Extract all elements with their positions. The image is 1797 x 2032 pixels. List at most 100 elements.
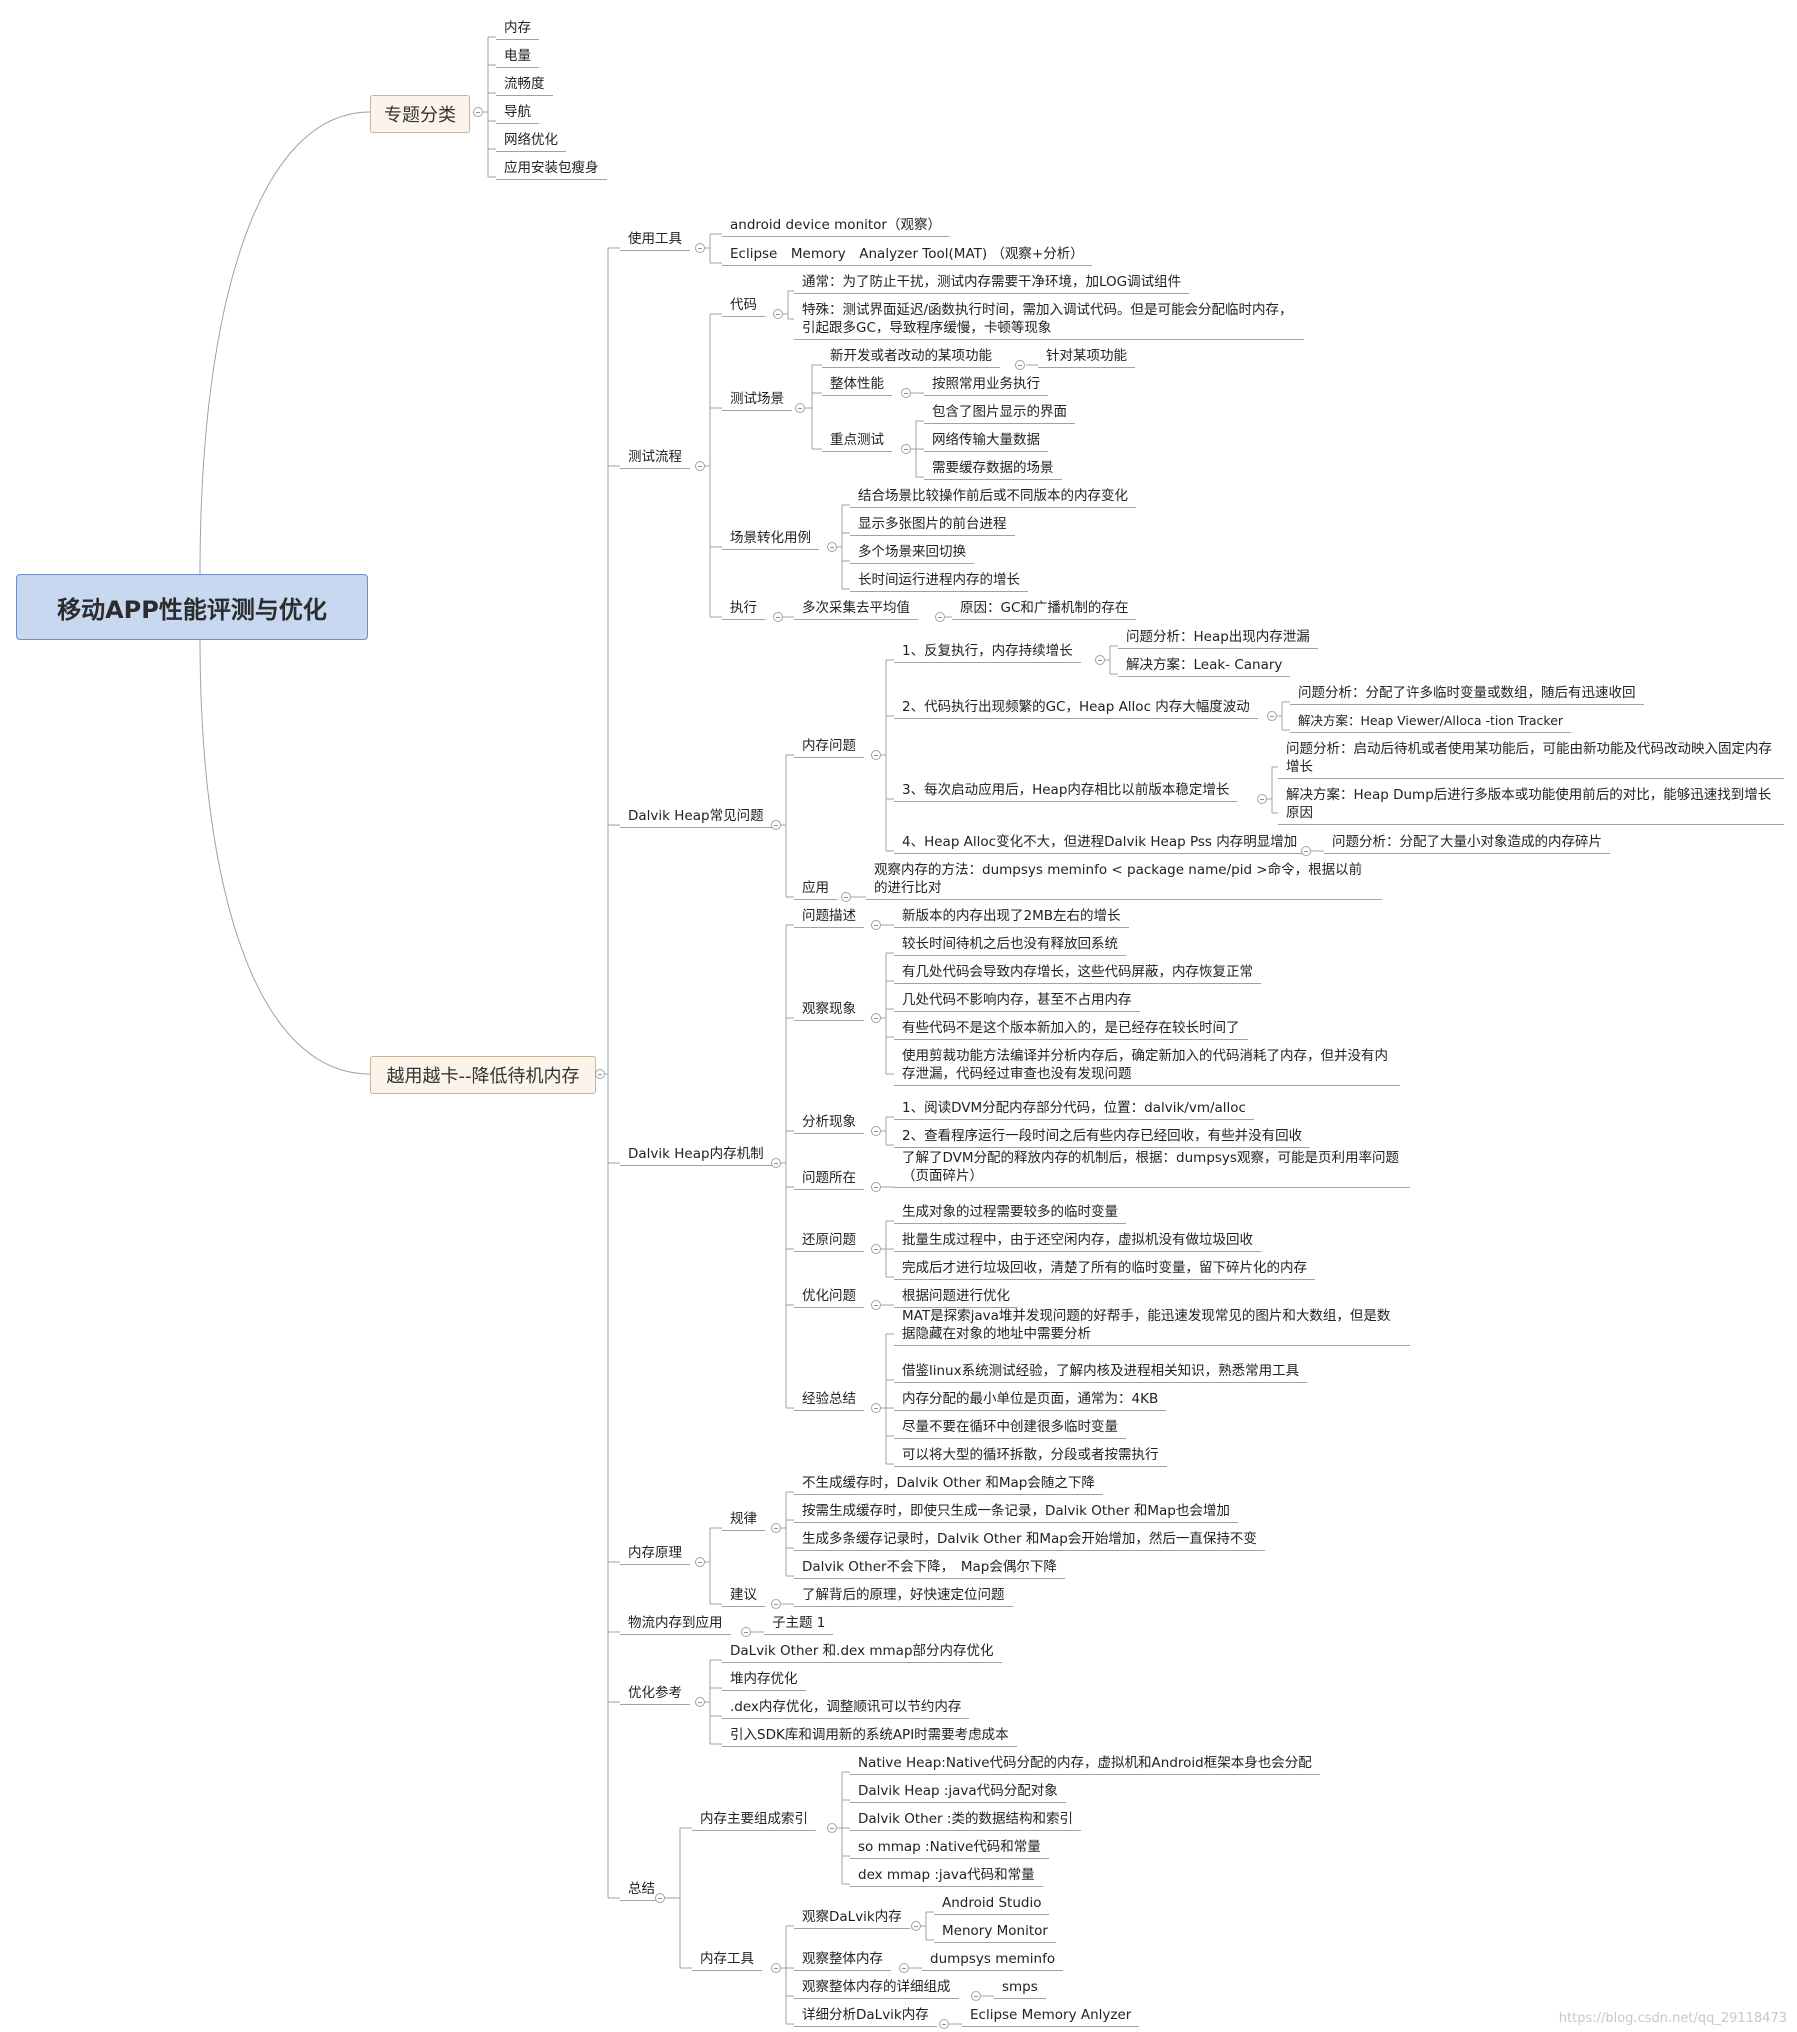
collapse-toggle[interactable]	[871, 1013, 881, 1023]
experience-2[interactable]: 借鉴linux系统测试经验，了解内核及进程相关知识，熟悉常用工具	[894, 1362, 1308, 1383]
node-dalvik-heap-mechanism[interactable]: Dalvik Heap内存机制	[620, 1145, 772, 1166]
collapse-toggle[interactable]	[1301, 846, 1311, 856]
node-advice[interactable]: 建议	[722, 1586, 765, 1607]
collapse-toggle[interactable]	[901, 444, 911, 454]
tool-mat[interactable]: Eclipse Memory Analyzer Tool(MAT) （观察+分析…	[722, 245, 1092, 266]
collapse-toggle[interactable]	[695, 461, 705, 471]
tool-smps[interactable]: smps	[994, 1978, 1046, 1999]
focus-network-data[interactable]: 网络传输大量数据	[924, 431, 1048, 452]
issue-1-analysis[interactable]: 问题分析：Heap出现内存泄漏	[1118, 628, 1318, 649]
node-memory-principle[interactable]: 内存原理	[620, 1544, 690, 1565]
collapse-toggle[interactable]	[971, 1991, 981, 2001]
experience-1[interactable]: MAT是探索java堆并发现问题的好帮手，能迅速发现常见的图片和大数组，但是数据…	[894, 1307, 1410, 1346]
collapse-toggle[interactable]	[871, 750, 881, 760]
node-scene-to-case[interactable]: 场景转化用例	[722, 529, 819, 550]
restore-1[interactable]: 生成对象的过程需要较多的临时变量	[894, 1203, 1126, 1224]
tool-device-monitor[interactable]: android device monitor（观察）	[722, 216, 949, 237]
rule-4[interactable]: Dalvik Other不会下降， Map会偶尔下降	[794, 1558, 1065, 1579]
collapse-toggle[interactable]	[899, 1963, 909, 1973]
collapse-toggle[interactable]	[695, 1557, 705, 1567]
node-optimization-ref[interactable]: 优化参考	[620, 1684, 690, 1705]
restore-2[interactable]: 批量生成过程中，由于还空闲内存，虚拟机没有做垃圾回收	[894, 1231, 1261, 1252]
collapse-toggle[interactable]	[871, 1403, 881, 1413]
category-navigation[interactable]: 导航	[496, 103, 539, 124]
collapse-toggle[interactable]	[771, 1963, 781, 1973]
scene-overall[interactable]: 整体性能	[822, 375, 892, 396]
observe-1[interactable]: 较长时间待机之后也没有释放回系统	[894, 935, 1126, 956]
desc-2mb-growth[interactable]: 新版本的内存出现了2MB左右的增长	[894, 907, 1129, 928]
experience-3[interactable]: 内存分配的最小单位是页面，通常为：4KB	[894, 1390, 1167, 1411]
case-version-compare[interactable]: 结合场景比较操作前后或不同版本的内存变化	[850, 487, 1136, 508]
node-experience[interactable]: 经验总结	[794, 1390, 864, 1411]
scene-overall-usage[interactable]: 按照常用业务执行	[924, 375, 1048, 396]
rule-2[interactable]: 按需生成缓存时，即使只生成一条记录，Dalvik Other 和Map也会增加	[794, 1502, 1238, 1523]
scene-new-feature[interactable]: 新开发或者改动的某项功能	[822, 347, 1000, 368]
collapse-toggle[interactable]	[871, 1126, 881, 1136]
collapse-toggle[interactable]	[901, 388, 911, 398]
collapse-toggle[interactable]	[771, 820, 781, 830]
execute-reason[interactable]: 原因：GC和广播机制的存在	[952, 599, 1137, 620]
node-restore[interactable]: 还原问题	[794, 1231, 864, 1252]
observe-5[interactable]: 使用剪裁功能方法编译并分析内存后，确定新加入的代码消耗了内存，但并没有内存泄漏，…	[894, 1047, 1400, 1086]
node-memory-issues[interactable]: 内存问题	[794, 737, 864, 758]
case-foreground-images[interactable]: 显示多张图片的前台进程	[850, 515, 1015, 536]
node-application[interactable]: 应用	[794, 879, 837, 900]
opt-ref-2[interactable]: 堆内存优化	[722, 1670, 806, 1691]
node-test-process[interactable]: 测试流程	[620, 448, 690, 469]
scene-new-feature-target[interactable]: 针对某项功能	[1038, 347, 1135, 368]
topic-special-categories[interactable]: 专题分类	[370, 95, 470, 133]
issue-1-solution[interactable]: 解决方案：Leak- Canary	[1118, 656, 1291, 677]
issue-3-analysis[interactable]: 问题分析：启动后待机或者使用某功能后，可能由新功能及代码改动映入固定内存增长	[1278, 740, 1784, 779]
index-dex-mmap[interactable]: dex mmap :java代码和常量	[850, 1866, 1043, 1887]
code-normal[interactable]: 通常：为了防止干扰，测试内存需要干净环境，加LOG调试组件	[794, 273, 1190, 294]
experience-4[interactable]: 尽量不要在循环中创建很多临时变量	[894, 1418, 1126, 1439]
collapse-toggle[interactable]	[871, 1244, 881, 1254]
node-analysis[interactable]: 分析现象	[794, 1113, 864, 1134]
issue-2-solution[interactable]: 解决方案：Heap Viewer/Alloca -tion Tracker	[1290, 712, 1572, 733]
tool-observe-dalvik[interactable]: 观察DaLvik内存	[794, 1908, 910, 1929]
experience-5[interactable]: 可以将大型的循环拆散，分段或者按需执行	[894, 1446, 1167, 1467]
collapse-toggle[interactable]	[1015, 360, 1025, 370]
case-long-running[interactable]: 长时间运行进程内存的增长	[850, 571, 1028, 592]
tool-observe-whole[interactable]: 观察整体内存	[794, 1950, 891, 1971]
analyze-2[interactable]: 2、查看程序运行一段时间之后有些内存已经回收，有些并没有回收	[894, 1127, 1311, 1148]
advice-understand[interactable]: 了解背后的原理，好快速定位问题	[794, 1586, 1013, 1607]
analyze-1[interactable]: 1、阅读DVM分配内存部分代码，位置：dalvik/vm/alloc	[894, 1099, 1254, 1120]
node-summary[interactable]: 总结	[620, 1880, 663, 1901]
collapse-toggle[interactable]	[871, 1182, 881, 1192]
tool-observe-detail[interactable]: 观察整体内存的详细组成	[794, 1978, 959, 1999]
scene-focus[interactable]: 重点测试	[822, 431, 892, 452]
node-tools[interactable]: 使用工具	[620, 230, 690, 251]
node-code[interactable]: 代码	[722, 296, 765, 317]
collapse-toggle[interactable]	[871, 920, 881, 930]
restore-3[interactable]: 完成后才进行垃圾回收，清楚了所有的临时变量，留下碎片化的内存	[894, 1259, 1315, 1280]
rule-3[interactable]: 生成多条缓存记录时，Dalvik Other 和Map会开始增加，然后一直保持不…	[794, 1530, 1265, 1551]
observe-4[interactable]: 有些代码不是这个版本新加入的，是已经存在较长时间了	[894, 1019, 1248, 1040]
observe-2[interactable]: 有几处代码会导致内存增长，这些代码屏蔽，内存恢复正常	[894, 963, 1261, 984]
node-rules[interactable]: 规律	[722, 1510, 765, 1531]
tool-memory-monitor[interactable]: Menory Monitor	[934, 1922, 1056, 1943]
code-special[interactable]: 特殊：测试界面延迟/函数执行时间，需加入调试代码。但是可能会分配临时内存，引起跟…	[794, 301, 1304, 340]
issue-2[interactable]: 2、代码执行出现频繁的GC，Heap Alloc 内存大幅度波动	[894, 698, 1258, 719]
collapse-toggle[interactable]	[841, 892, 851, 902]
node-test-scene[interactable]: 测试场景	[722, 390, 792, 411]
tool-dumpsys-meminfo[interactable]: dumpsys meminfo	[922, 1950, 1064, 1971]
location-page-fragment[interactable]: 了解了DVM分配的释放内存的机制后，根据：dumpsys观察，可能是页利用率问题…	[894, 1149, 1410, 1188]
node-problem-desc[interactable]: 问题描述	[794, 907, 864, 928]
root-topic[interactable]: 移动APP性能评测与优化	[16, 574, 368, 640]
tool-android-studio[interactable]: Android Studio	[934, 1894, 1050, 1915]
issue-3-solution[interactable]: 解决方案：Heap Dump后进行多版本或功能使用前后的对比，能够迅速找到增长原…	[1278, 786, 1784, 825]
collapse-toggle[interactable]	[827, 542, 837, 552]
node-execute[interactable]: 执行	[722, 599, 765, 620]
collapse-toggle[interactable]	[1267, 711, 1277, 721]
apply-dumpsys[interactable]: 观察内存的方法：dumpsys meminfo < package name/p…	[866, 861, 1382, 900]
issue-1[interactable]: 1、反复执行，内存持续增长	[894, 642, 1081, 663]
collapse-toggle[interactable]	[795, 403, 805, 413]
opt-ref-4[interactable]: 引入SDK库和调用新的系统API时需要考虑成本	[722, 1726, 1017, 1747]
collapse-toggle[interactable]	[655, 1893, 665, 1903]
node-memory-tools[interactable]: 内存工具	[692, 1950, 762, 1971]
index-dalvik-heap[interactable]: Dalvik Heap :java代码分配对象	[850, 1782, 1066, 1803]
rule-1[interactable]: 不生成缓存时，Dalvik Other 和Map会随之下降	[794, 1474, 1103, 1495]
node-dalvik-heap-issues[interactable]: Dalvik Heap常见问题	[620, 807, 772, 828]
node-observation[interactable]: 观察现象	[794, 1000, 864, 1021]
